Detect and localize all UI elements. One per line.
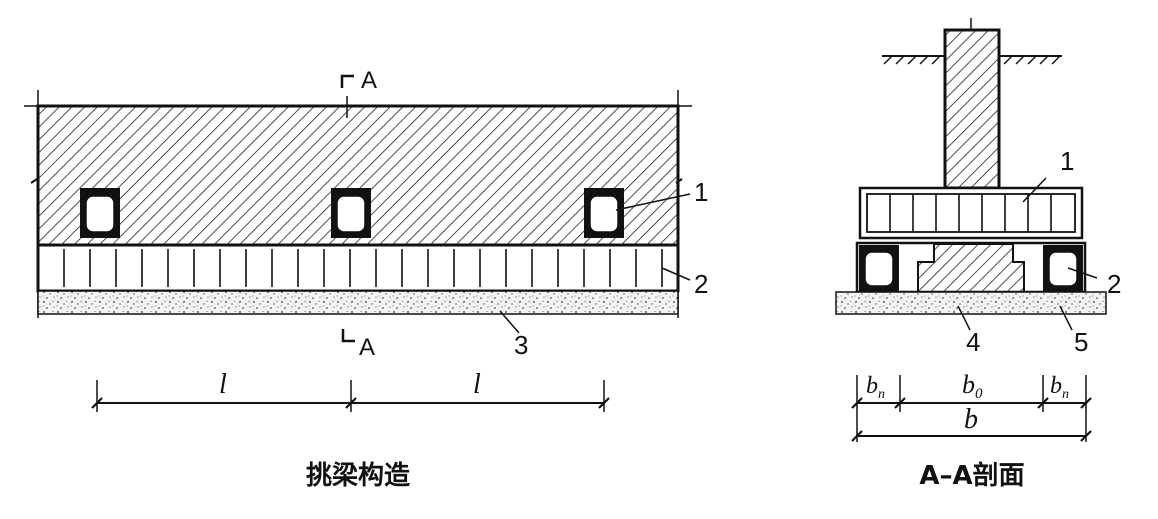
beam-section-ribs [889, 194, 1052, 232]
right-caption: A–A剖面 [919, 460, 1024, 491]
callout-r1: 1 [1060, 146, 1074, 176]
foundation-speckle [37, 290, 679, 315]
callout-1: 1 [694, 177, 708, 207]
leader-r2 [1067, 267, 1098, 279]
cantilever-beam-section [858, 186, 1084, 240]
beam-opening-3 [584, 188, 624, 238]
wall-section [943, 28, 1001, 190]
beam-opening-1 [80, 188, 120, 238]
elevation-view: A A 1 2 3 l l 挑梁构造 [24, 67, 708, 491]
leader-1 [615, 193, 691, 211]
callout-r5: 5 [1074, 327, 1088, 357]
leader-3 [499, 310, 520, 334]
span-label-2: l [473, 369, 481, 400]
callout-3: 3 [514, 330, 528, 360]
leader-2 [661, 267, 691, 281]
dim-bn-left: bn [866, 373, 885, 402]
leader-r4 [957, 305, 971, 331]
opening-right [1043, 245, 1083, 291]
span-label-1: l [219, 369, 227, 400]
section-mark-top-label: A [361, 67, 377, 94]
section-mark-bottom-icon [341, 329, 355, 343]
callout-2: 2 [694, 269, 708, 299]
section-foundation [835, 291, 1107, 315]
section-view: 1 2 4 5 bn b0 bn b A–A剖面 [835, 18, 1121, 491]
beam-opening-2 [331, 188, 371, 238]
dim-b-total: b [964, 404, 978, 435]
ground-hatch-icon [883, 55, 1061, 65]
opening-left [859, 245, 899, 291]
dim-b0: b0 [962, 370, 983, 402]
callout-r4: 4 [966, 327, 980, 357]
leader-r5 [1059, 305, 1073, 331]
stepped-footing [917, 243, 1025, 293]
dim-bn-right: bn [1050, 373, 1069, 402]
left-caption: 挑梁构造 [306, 461, 410, 491]
break-mark-right [675, 178, 683, 184]
callout-r2: 2 [1107, 269, 1121, 299]
break-mark-left [30, 178, 38, 184]
section-mark-top-icon [340, 74, 354, 88]
leader-r1 [1022, 177, 1047, 203]
width-dimensions [851, 375, 1092, 442]
base-beam-band [36, 243, 680, 293]
section-mark-bottom-label: A [359, 334, 375, 361]
